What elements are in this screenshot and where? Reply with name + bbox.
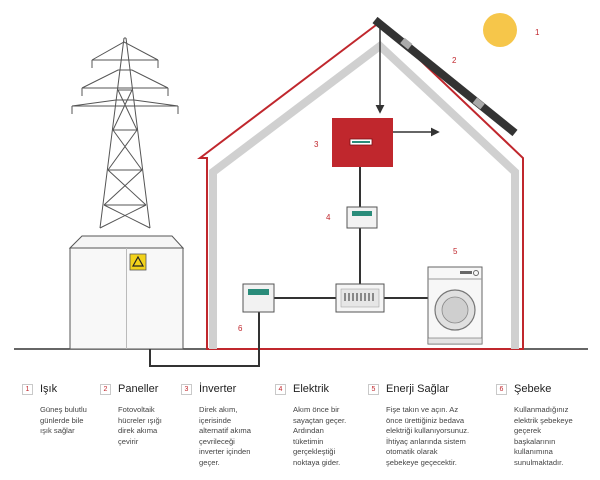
callout-2: 2 — [452, 56, 457, 65]
legend-text: Akım önce bir sayaçtan geçer. Ardından t… — [293, 405, 347, 467]
legend-title: İnverter — [199, 383, 237, 395]
meter — [346, 206, 378, 229]
legend-number: 1 — [22, 383, 33, 395]
legend-title: Paneller — [118, 383, 159, 395]
warning-triangle-icon — [131, 255, 145, 267]
power-tower-icon — [71, 37, 179, 229]
legend-item-grid: 6 Şebeke Kullanmadığınız elektrik şebeke… — [496, 382, 596, 468]
legend-item-electricity: 4 Elektrik Akım önce bir sayaçtan geçer.… — [275, 382, 375, 468]
legend-text: Fotovoltaik hücreler ışığı direk akıma ç… — [118, 405, 162, 446]
wiring — [149, 24, 440, 367]
legend-item-energy: 5 Enerji Sağlar Fişe takın ve açın. Az ö… — [368, 382, 493, 468]
legend-text: Direk akım, içerisinde alternatif akıma … — [199, 405, 251, 467]
legend-title: Enerji Sağlar — [386, 383, 449, 395]
legend-title: Işık — [40, 383, 58, 395]
legend-number: 2 — [100, 383, 111, 395]
breaker-panel — [335, 283, 385, 313]
callout-3: 3 — [314, 140, 319, 149]
legend-title: Elektrik — [293, 383, 330, 395]
legend-number: 4 — [275, 383, 286, 395]
substation-box — [68, 235, 185, 350]
sun-icon — [483, 13, 517, 47]
legend-text: Güneş bulutlu günlerde bile ışık sağlar — [40, 405, 87, 435]
washing-machine-icon — [427, 266, 483, 345]
solar-panel — [372, 16, 518, 137]
callout-5: 5 — [453, 247, 458, 256]
legend-number: 6 — [496, 383, 507, 395]
legend-item-light: 1 Işık Güneş bulutlu günlerde bile ışık … — [22, 382, 122, 437]
legend-number: 5 — [368, 383, 379, 395]
legend-number: 3 — [181, 383, 192, 395]
callout-4: 4 — [326, 213, 331, 222]
legend-item-inverter: 3 İnverter Direk akım, içerisinde altern… — [181, 382, 281, 468]
grid-meter — [242, 283, 275, 313]
legend-text: Fişe takın ve açın. Az önce ürettiğiniz … — [386, 405, 470, 467]
inverter — [332, 118, 393, 167]
legend-item-panels: 2 Paneller Fotovoltaik hücreler ışığı di… — [100, 382, 200, 447]
legend: 1 Işık Güneş bulutlu günlerde bile ışık … — [0, 382, 600, 480]
callout-6: 6 — [238, 324, 243, 333]
callout-1: 1 — [535, 28, 540, 37]
legend-title: Şebeke — [514, 383, 552, 395]
solar-system-diagram: 1 2 3 4 5 6 — [14, 13, 588, 367]
legend-text: Kullanmadığınız elektrik şebekeye geçere… — [514, 405, 573, 467]
